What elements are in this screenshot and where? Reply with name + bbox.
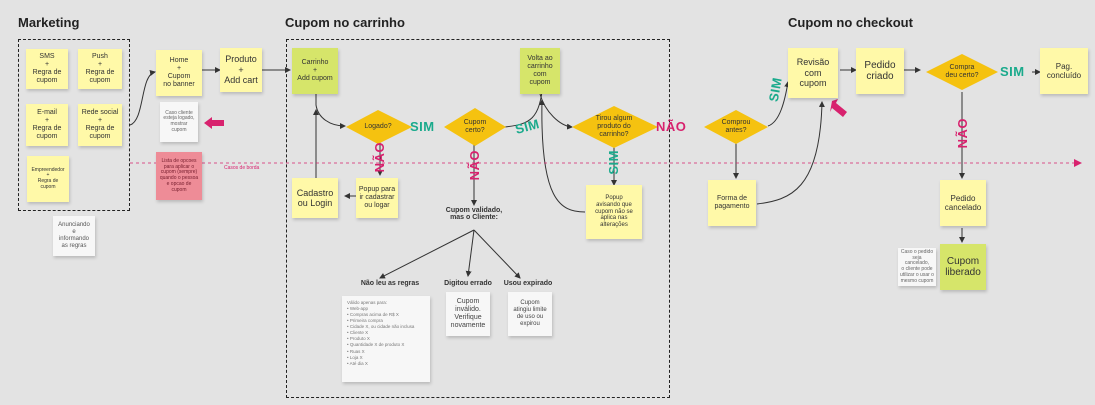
cupom-limite-note[interactable]: Cupom atingiu limite de uso ou expirou — [508, 292, 552, 336]
produto-note[interactable]: Produto + Add cart — [220, 48, 262, 92]
popup-cadastrar-note[interactable]: Popup para ir cadastrar ou logar — [356, 178, 398, 218]
tirou-nao-label: NÃO — [656, 119, 687, 134]
logado-nao-label: NÃO — [372, 142, 387, 173]
pedido-cancelado-note[interactable]: Pedido cancelado — [940, 180, 986, 226]
cupom-liberado-note[interactable]: Cupom liberado — [940, 244, 986, 290]
anunciando-note[interactable]: Anunciando e informando as regras — [53, 216, 95, 256]
cupom-certo-decision: Cupom certo? — [463, 119, 487, 134]
marketing-title: Marketing — [18, 15, 80, 30]
pedido-criado-note[interactable]: Pedido criado — [856, 48, 904, 94]
comprou-antes-decision: Comprou antes? — [721, 119, 751, 134]
nao-leu-label: Não leu as regras — [360, 280, 420, 287]
forma-pagamento-note[interactable]: Forma de pagamento — [708, 180, 756, 226]
caso-logado-note[interactable]: Caso cliente esteja logado, mostrar cupo… — [160, 102, 198, 142]
carrinho-note[interactable]: Carrinho + Add cupom — [292, 48, 338, 94]
cupom-certo-nao-label: NÃO — [467, 150, 482, 181]
email-note[interactable]: E-mail + Regra de cupom — [26, 104, 68, 146]
home-note[interactable]: Home + Cupom no banner — [156, 50, 202, 96]
pag-concluido-note[interactable]: Pag. concluído — [1040, 48, 1088, 94]
digitou-label: Digitou errado — [444, 280, 492, 287]
revisao-note[interactable]: Revisão com cupom — [788, 48, 838, 98]
empreendedor-note[interactable]: Empreendedor + Regra de cupom — [27, 156, 69, 202]
logado-decision: Logado? — [364, 123, 392, 131]
regras-pink-note[interactable]: Lista de opcoes para aplicar o cupom (se… — [156, 152, 202, 200]
marketing-frame — [18, 39, 130, 211]
cupom-invalido-note[interactable]: Cupom inválido. Verifique novamente — [446, 292, 490, 336]
usou-label: Usou expirado — [503, 280, 553, 287]
popup-avisando-note[interactable]: Popup avisando que cupom não se aplica n… — [586, 185, 642, 239]
compra-sim-label: SIM — [1000, 64, 1025, 79]
compra-nao-label: NÃO — [955, 118, 970, 149]
cadastro-login-note[interactable]: Cadastro ou Login — [292, 178, 338, 218]
rede-social-note[interactable]: Rede social + Regra de cupom — [78, 104, 122, 146]
cupom-validado-label: Cupom validado, mas o Cliente: — [445, 207, 503, 221]
logado-sim-label: SIM — [410, 119, 435, 134]
volta-carrinho-note[interactable]: Volta ao carrinho com cupom — [520, 48, 560, 94]
regras-list-note[interactable]: Válido apenas para: • Web-app • Compras … — [342, 296, 430, 382]
checkout-title: Cupom no checkout — [788, 15, 913, 30]
carrinho-title: Cupom no carrinho — [285, 15, 405, 30]
tirou-produto-decision: Tirou algum produto do carrinho? — [595, 115, 633, 138]
carrinho-frame — [286, 39, 670, 398]
push-note[interactable]: Push + Regra de cupom — [78, 49, 122, 89]
casos-borda-label: Casos de borda — [224, 165, 260, 171]
tirou-sim-label: SIM — [606, 150, 621, 175]
compra-certo-decision: Compra deu certo? — [945, 64, 979, 79]
sms-note[interactable]: SMS + Regra de cupom — [26, 49, 68, 89]
caso-pedido-note[interactable]: Caso o pedido seja cancelado, o cliente … — [898, 248, 936, 286]
